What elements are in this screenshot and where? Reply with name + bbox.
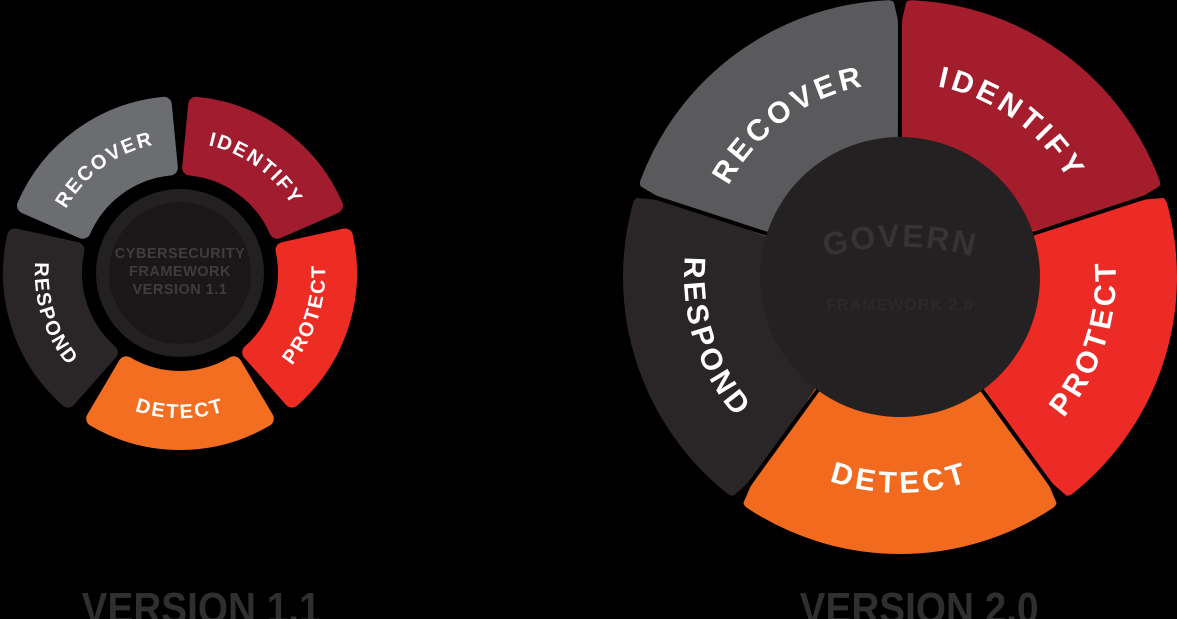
v1-center-inner-circle [109,202,251,344]
version-2-0-caption: VERSION 2.0 [799,584,1039,619]
v2-rim-notch [615,175,665,201]
v1-center-line-1: FRAMEWORK [129,264,231,280]
v1-center-line-2: VERSION 1.1 [133,282,228,298]
v1-center-line-0: CYBERSECURITY [115,246,246,262]
v1-segment-identify [182,96,343,239]
v2-center-subtext: FRAMEWORK 2.0 [826,297,973,314]
v1-segment-protect [242,228,357,408]
v1-segment-respond [3,228,118,408]
v1-segment-detect [86,356,274,450]
v1-segment-recover [17,96,178,239]
v2-rim-notch [1045,477,1083,523]
v2-rim-notch [893,0,907,29]
v2-center-disc [760,137,1040,417]
version-1-1-caption: VERSION 1.1 [81,584,321,619]
v2-rim-notch [717,477,755,523]
